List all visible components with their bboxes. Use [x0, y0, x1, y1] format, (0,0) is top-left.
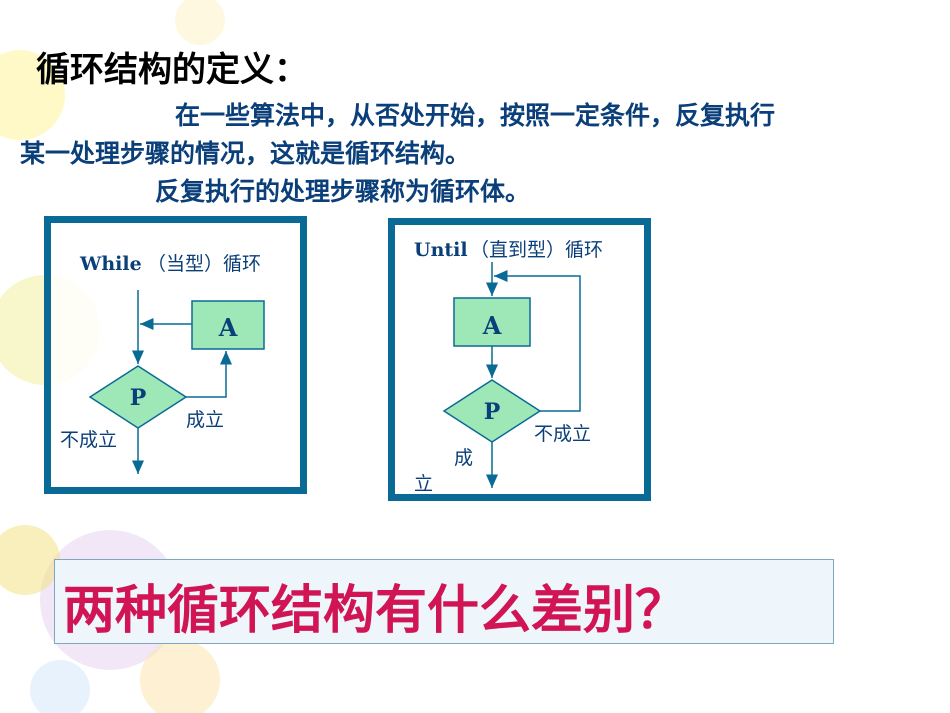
until-true-label-1: 成	[454, 447, 473, 469]
slide-title: 循环结构的定义：	[36, 50, 308, 90]
until-loop-diagram: Until （直到型）循环 A P 不成立 成 立	[414, 239, 603, 495]
until-heading-en: Until	[414, 239, 468, 261]
while-heading-en: While	[79, 253, 142, 275]
question-box: 两种循环结构有什么差别？	[54, 559, 834, 644]
while-heading-cn: （当型）循环	[147, 253, 261, 275]
until-process-label: A	[482, 311, 502, 340]
while-true-label: 成立	[186, 409, 224, 431]
until-loop-back-arrow	[494, 270, 581, 412]
while-loop-diagram: While （当型）循环 A P 成立 不成立	[60, 253, 265, 474]
question-text: 两种循环结构有什么差别？	[63, 580, 688, 641]
until-decision-label: P	[484, 399, 501, 425]
definition-line-1: 在一些算法中，从否处开始，按照一定条件，反复执行	[175, 101, 776, 130]
definition-line-3: 反复执行的处理步骤称为循环体。	[155, 177, 531, 206]
until-true-label-2: 立	[414, 473, 433, 495]
while-false-label: 不成立	[60, 429, 117, 451]
until-false-label: 不成立	[534, 423, 591, 445]
while-process-box	[191, 300, 265, 350]
while-decision-label: P	[130, 385, 147, 411]
definition-line-2: 某一处理步骤的情况，这就是循环结构。	[20, 139, 471, 168]
until-loop-frame	[388, 218, 651, 501]
while-true-arrow	[186, 351, 232, 398]
until-heading-cn: （直到型）循环	[470, 239, 603, 261]
until-process-box	[453, 297, 531, 347]
while-loop-frame	[44, 216, 307, 494]
while-process-label: A	[218, 313, 238, 342]
